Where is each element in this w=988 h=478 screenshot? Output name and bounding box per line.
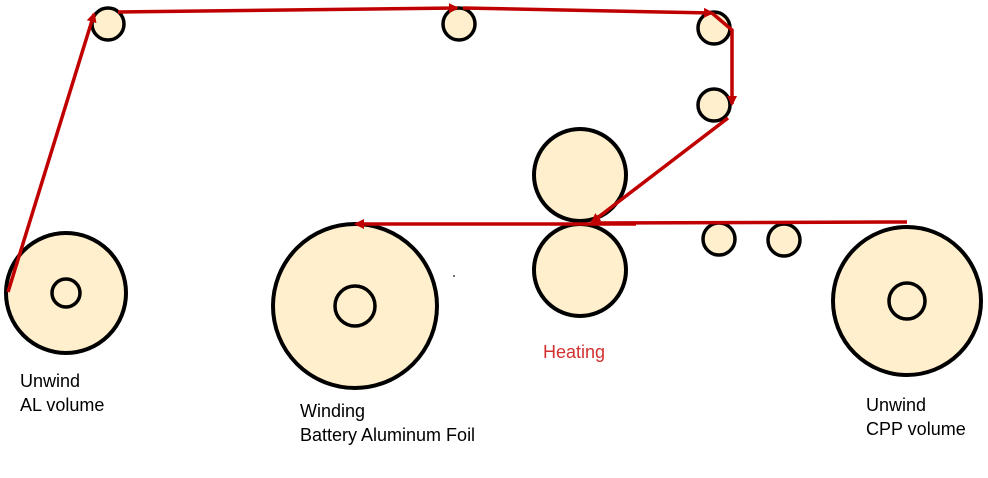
- winding-label-line2: Battery Aluminum Foil: [300, 425, 476, 445]
- unwind-cpp-label-line1: Unwind: [866, 395, 927, 415]
- winding-label-line1: Winding: [300, 401, 366, 421]
- unwind-cpp-roll: [831, 225, 983, 377]
- unwind-cpp-roll-core: [887, 281, 927, 321]
- stray-dot: [453, 275, 455, 277]
- guide-roller-right-lower: [696, 87, 732, 123]
- unwind-cpp-label: Unwind CPP volume: [866, 393, 966, 441]
- cpp-web-path: [354, 219, 908, 229]
- winding-roll: [271, 222, 439, 390]
- guide-roller-cpp-1: [701, 221, 737, 257]
- unwind-al-roll: [4, 231, 128, 355]
- unwind-al-label: Unwind AL volume: [20, 369, 104, 417]
- winding-roll-core: [333, 284, 377, 328]
- unwind-cpp-label-line2: CPP volume: [866, 419, 966, 439]
- winding-label: Winding Battery Aluminum Foil: [300, 399, 475, 447]
- al-foil-web-path: [6, 3, 737, 293]
- guide-roller-cpp-2: [766, 222, 802, 258]
- lower-heating-roller: [532, 222, 628, 318]
- unwind-al-roll-core: [50, 277, 82, 309]
- heating-label: Heating: [543, 342, 606, 362]
- upper-heating-roller: [532, 127, 628, 223]
- unwind-al-label-line2: AL volume: [20, 395, 105, 415]
- guide-roller-top-middle: [441, 6, 477, 42]
- unwind-al-label-line1: Unwind: [20, 371, 81, 391]
